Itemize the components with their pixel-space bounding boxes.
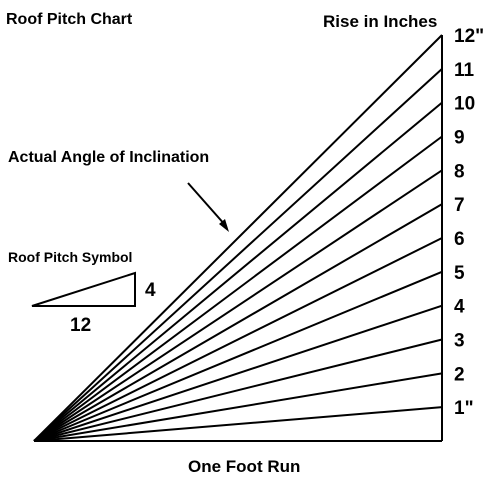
rise-tick-label-10: 10 <box>454 94 475 115</box>
pitch-line-4 <box>33 304 443 442</box>
pitch-line-3 <box>33 338 443 442</box>
pitch-line-8 <box>33 169 443 442</box>
rise-tick-label-6: 6 <box>454 229 465 250</box>
roof-pitch-symbol-triangle <box>31 271 136 307</box>
pitch-line-11 <box>33 68 443 442</box>
pitch-line-12 <box>33 34 443 442</box>
rise-tick-labels-group: 1" 2 3 4 5 6 7 8 9 10 11 12" <box>454 26 484 419</box>
rise-tick-label-9: 9 <box>454 128 465 149</box>
rise-tick-label-7: 7 <box>454 195 465 216</box>
rise-tick-label-1: 1" <box>454 398 474 419</box>
rise-tick-label-11: 11 <box>454 60 475 81</box>
roof-pitch-symbol-rise: 4 <box>145 280 156 301</box>
pitch-line-6 <box>33 237 443 442</box>
annotation-arrow-head <box>219 219 229 232</box>
rise-tick-label-12: 12" <box>454 26 484 47</box>
pitch-lines-group <box>33 34 443 442</box>
pitch-line-7 <box>33 203 443 442</box>
rise-axis-title: Rise in Inches <box>323 12 437 31</box>
pitch-line-2 <box>33 372 443 442</box>
angle-annotation-label: Actual Angle of Inclination <box>8 149 209 166</box>
rise-tick-label-5: 5 <box>454 263 465 284</box>
rise-tick-label-3: 3 <box>454 331 465 352</box>
run-axis-title: One Foot Run <box>188 457 300 476</box>
pitch-line-1 <box>33 406 443 442</box>
chart-title: Roof Pitch Chart <box>6 11 133 28</box>
rise-tick-label-4: 4 <box>454 297 465 318</box>
roof-pitch-symbol-run: 12 <box>70 315 91 336</box>
annotation-arrow-shaft <box>187 182 227 227</box>
pitch-line-5 <box>33 270 443 442</box>
pitch-line-9 <box>33 135 443 442</box>
rise-tick-label-8: 8 <box>454 161 465 182</box>
rise-tick-label-2: 2 <box>454 364 465 385</box>
pitch-line-10 <box>33 101 443 442</box>
roof-pitch-symbol-label: Roof Pitch Symbol <box>8 249 132 265</box>
